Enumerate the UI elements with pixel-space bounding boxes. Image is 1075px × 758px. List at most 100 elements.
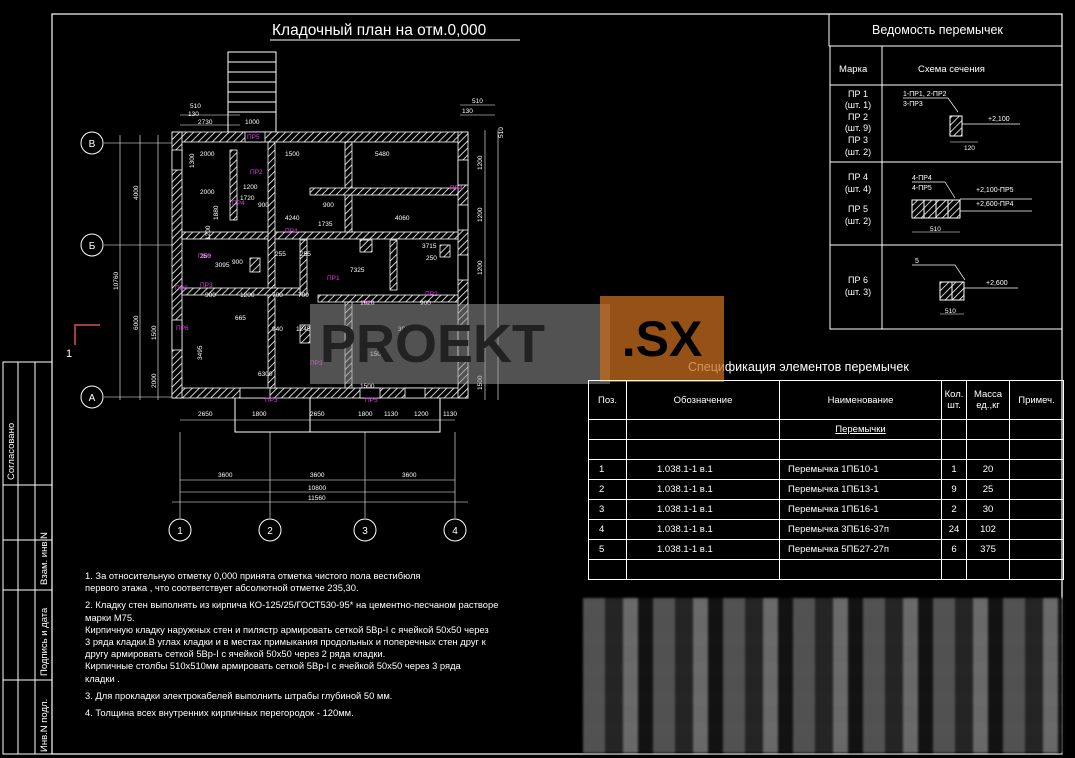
spec-cell: 20 [966,459,1010,480]
room-dimension: 255 [300,251,311,258]
spec-cell [1009,499,1064,520]
dim-left-2000: 2000 [151,373,158,388]
vedomost-mark: (шт. 2) [845,216,871,226]
room-dimension: 1200 [240,292,255,299]
dim-left-6000: 6000 [133,315,140,330]
scheme-label: +2,100 [988,116,1010,123]
vedomost-mark: (шт. 9) [845,123,871,133]
scheme-label: 5 [915,258,919,265]
lintel-tag: ПР3 [265,397,278,404]
spec-cell: Перемычка 1ПБ10-1 [779,459,942,480]
spec-cell: 1 [941,459,967,480]
room-dimension: 900 [323,202,334,209]
scheme-label: 1-ПР1, 2-ПР2 [903,91,947,98]
scheme-label: +2,600 [986,280,1008,287]
vedomost-title: Ведомость перемычек [872,23,1003,37]
stamp-agreed-label: Согласовано [6,423,17,480]
room-dimension: 940 [272,326,283,333]
spec-cell: 102 [966,519,1010,540]
lintel-tag: ПР6 [176,325,189,332]
lintel-tag: ПР4 [232,200,245,207]
spec-cell: Перемычка 1ПБ13-1 [779,479,942,500]
dim-bottom-total-11560: 11560 [308,495,326,502]
lintel-tag: ПР5 [365,397,378,404]
axis-label-v: В [89,139,96,150]
spec-cell: 25 [966,479,1010,500]
vedomost-mark: (шт. 2) [845,147,871,157]
dim-right-1200-c: 1200 [477,260,484,275]
spec-cell: Перемычка 3ПБ16-37п [779,519,942,540]
entrance-stair [227,51,277,133]
spec-cell: Перемычка 5ПБ27-27п [779,539,942,560]
room-dimension: 900 [232,259,243,266]
vedomost-mark: (шт. 4) [845,184,871,194]
spec-cell: 4 [588,519,627,540]
room-dimension: 700 [298,292,309,299]
scheme-label: 120 [964,145,975,152]
lintel-tag: ПР4 [285,228,298,235]
spec-cell: 1.038.1-1 в.1 [626,459,780,480]
spec-cell: 1.038.1-1 в.1 [626,479,780,500]
spec-header-row: Поз. Обозначение Наименование Кол. шт. М… [588,380,1064,420]
lintel-tag: ПР5 [247,134,260,141]
lintel-tag: ПР1 [362,300,375,307]
room-dimension: 3495 [197,345,204,360]
lintel-tag: ПР3 [200,282,213,289]
dim-right-1200-b: 1200 [477,207,484,222]
scheme-label: +2,100-ПР5 [976,187,1014,194]
vedomost-mark: (шт. 3) [845,287,871,297]
spec-cell: 1.038.1-1 в.1 [626,499,780,520]
spec-empty-row [588,439,1064,460]
axis-label-b: Б [89,241,96,252]
spec-cell: 3 [588,499,627,520]
dim-bottom-6: 1200 [414,411,429,418]
note-3: 3. Для прокладки электрокабелей выполнит… [85,689,393,701]
section-mark: 1 [66,348,72,360]
spec-group-row: Перемычки [588,419,1064,440]
room-dimension: 900 [420,300,431,307]
scheme-label: 510 [930,226,941,233]
floor-plan: В Б А 1 2 3 4 1 510 130 2730 100 [66,51,505,542]
room-dimension: 250 [200,253,211,260]
dim-left-1500: 1500 [151,325,158,340]
room-dimension: 4060 [395,215,410,222]
vedomost-header-mark: Марка [839,64,868,75]
drawing-title: Кладочный план на отм.0,000 [272,22,487,39]
dim-top-1000: 1000 [245,119,260,126]
vedomost-mark: ПР 6 [848,275,868,285]
room-dimension: 1245 [296,326,311,333]
dim-bottom-3: 2650 [310,411,325,418]
axis-label-a: А [89,393,96,404]
axis-label-3: 3 [362,526,368,537]
watermark-text-main: PROEKT [310,304,610,384]
redacted-title-block [583,598,1063,753]
spec-cell: Перемычка 1ПБ16-1 [779,499,942,520]
room-dimension: 700 [272,292,283,299]
spec-group-label: Перемычки [779,419,942,440]
room-dimension: 3715 [422,243,437,250]
room-dimension: 1720 [240,195,255,202]
room-dimension: 2000 [200,189,215,196]
room-dimension: 250 [426,255,437,262]
dim-top-2730: 2730 [198,119,213,126]
dim-top-510: 510 [190,103,201,110]
dim-bottom-4: 1800 [358,411,373,418]
spec-header-designation: Обозначение [626,380,780,420]
spec-cell: 30 [966,499,1010,520]
vedomost-mark: (шт. 1) [845,100,871,110]
spec-cell: 1.038.1-1 в.1 [626,539,780,560]
lintel-tag: ПР2 [250,169,263,176]
vedomost-mark: ПР 2 [848,112,868,122]
dim-top-130-right: 130 [462,108,473,115]
room-dimension: 900 [258,202,269,209]
lintel-tag: ПР2 [175,285,188,292]
axis-label-1: 1 [177,526,183,537]
spec-cell [1009,539,1064,560]
spec-cell [1009,479,1064,500]
dim-left-1300: 1300 [189,153,196,168]
room-dimension: 900 [205,292,216,299]
room-dimension: 1500 [285,151,300,158]
